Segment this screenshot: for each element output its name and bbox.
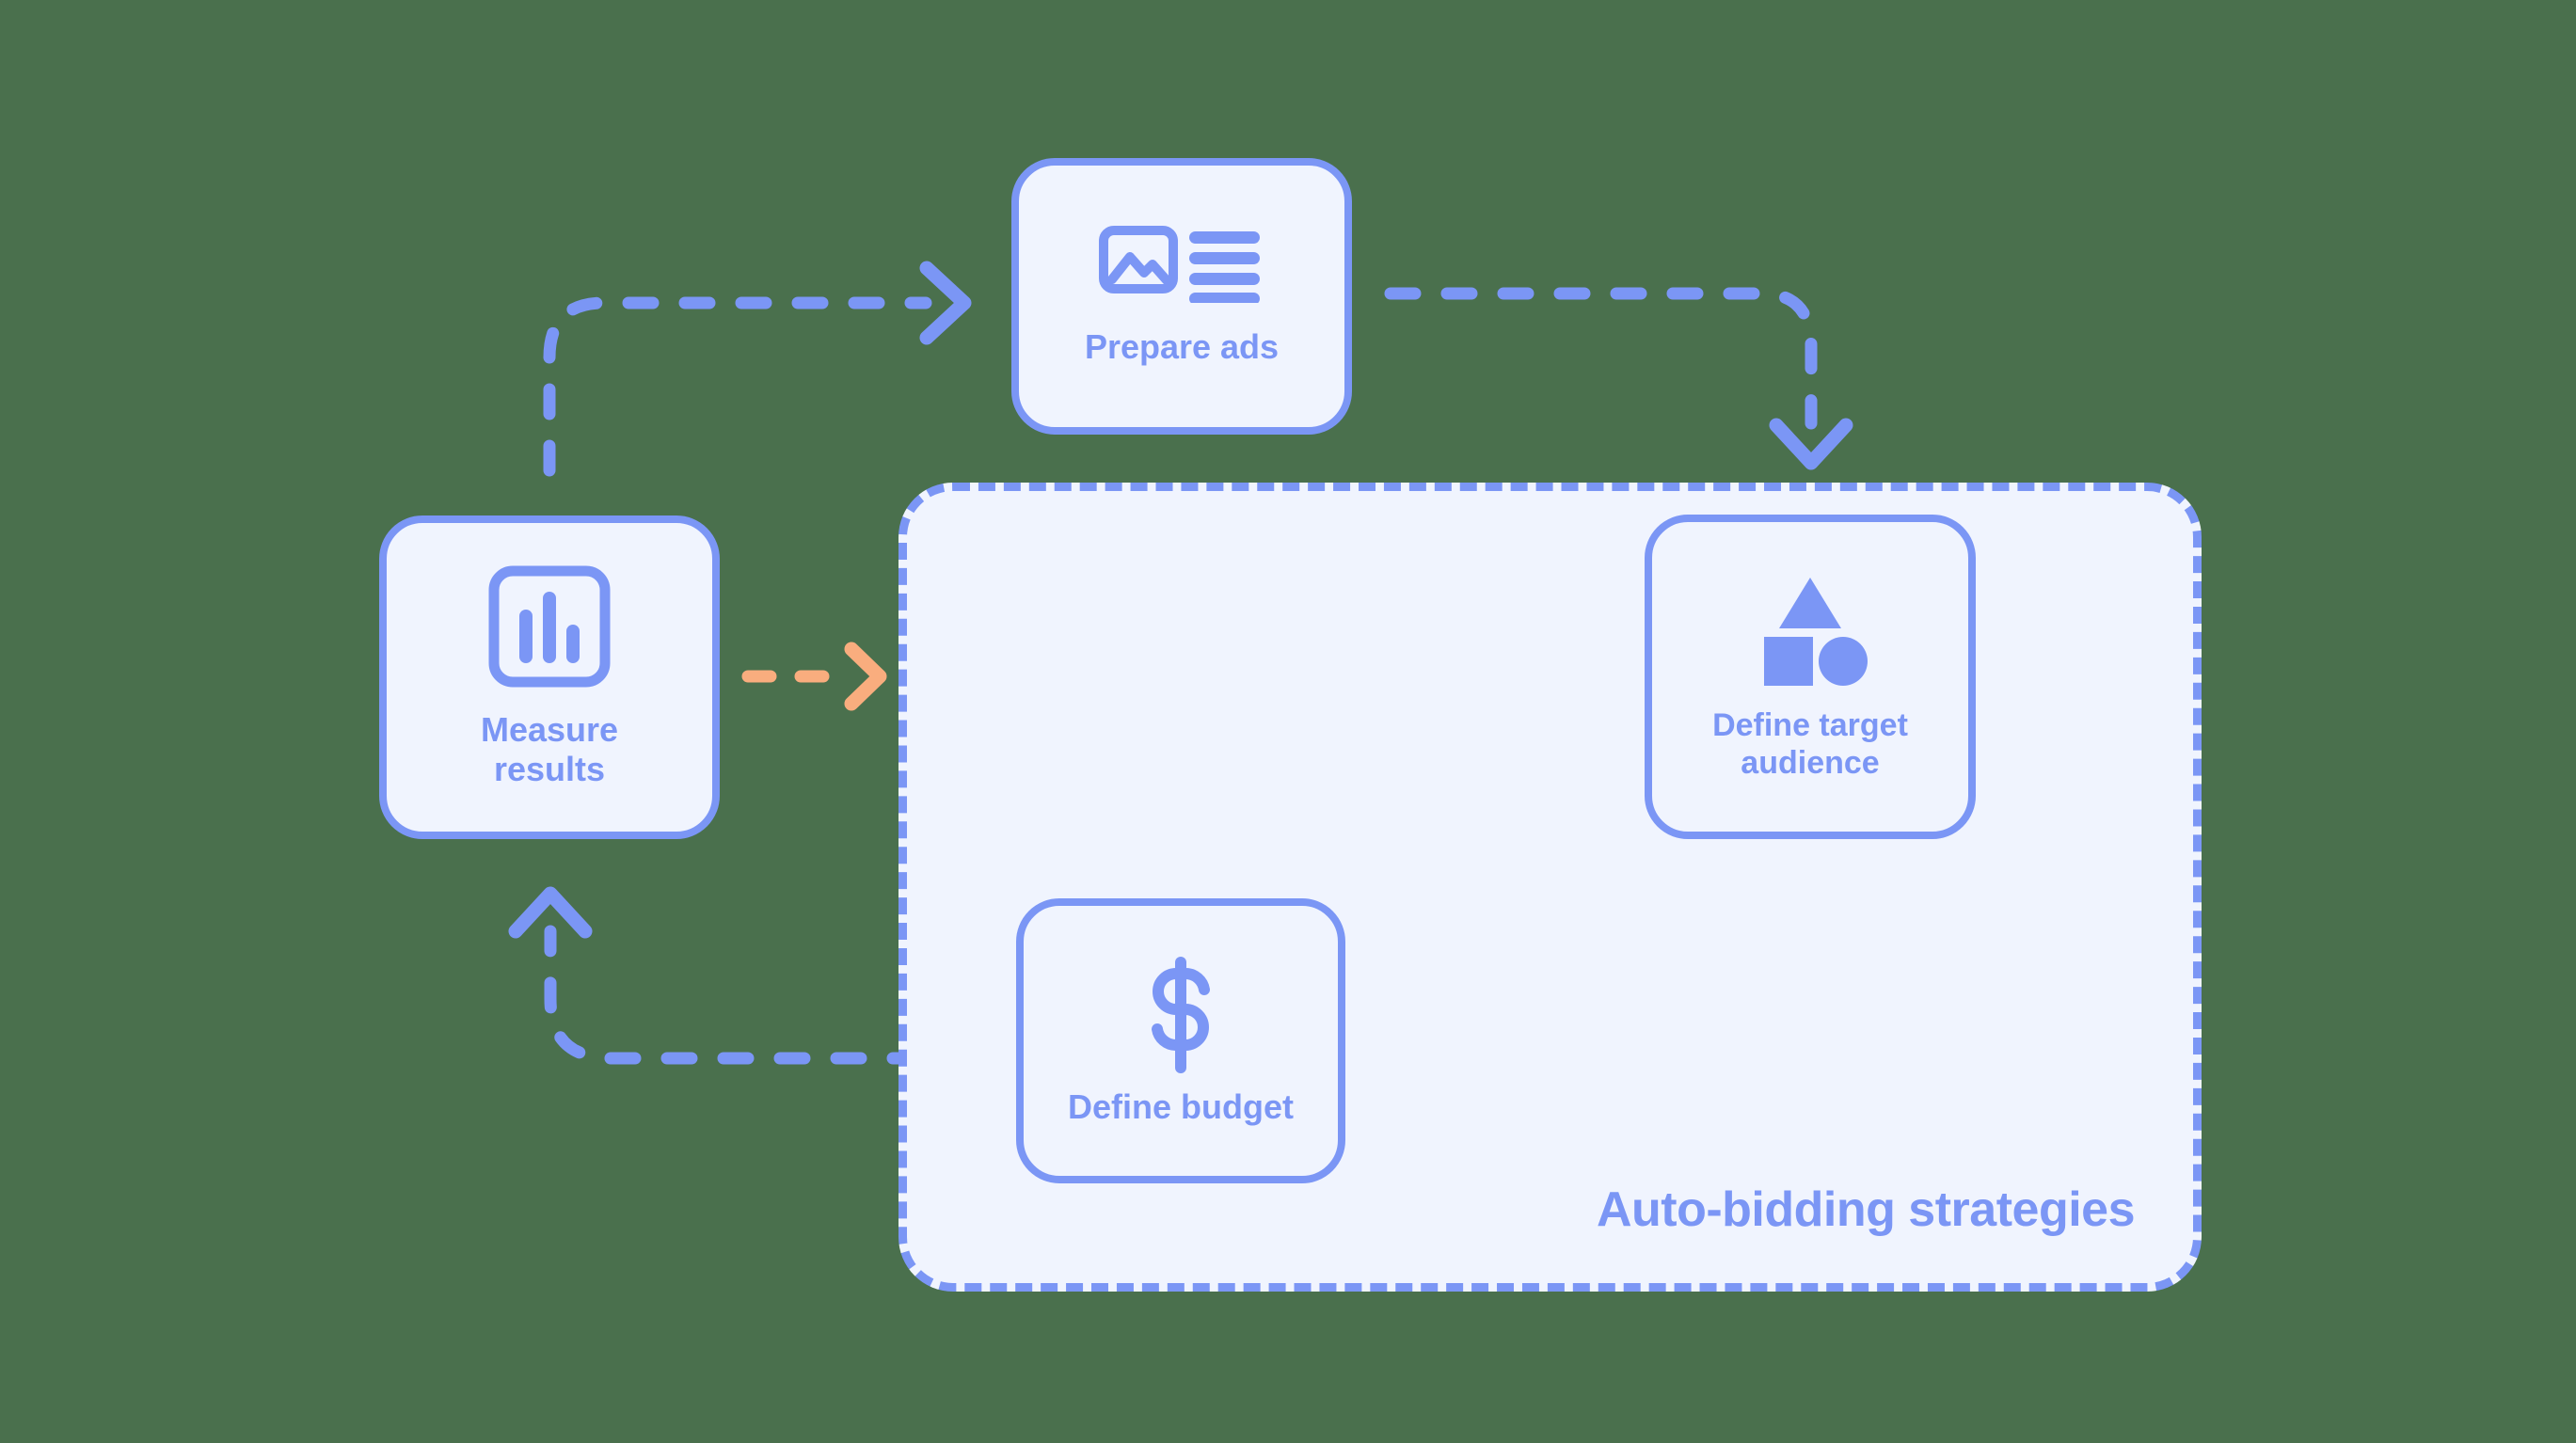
node-define-target-audience[interactable]: Define target audience bbox=[1645, 515, 1976, 839]
image-and-text-lines-icon bbox=[1099, 226, 1264, 306]
node-define-target-audience-label: Define target audience bbox=[1712, 707, 1908, 781]
shapes-icon bbox=[1751, 572, 1869, 687]
bar-chart-icon bbox=[488, 565, 611, 688]
dollar-sign-icon bbox=[1138, 956, 1223, 1074]
node-prepare-ads[interactable]: Prepare ads bbox=[1011, 158, 1352, 435]
node-define-budget-label: Define budget bbox=[1068, 1086, 1294, 1126]
connector-measure-to-prepare bbox=[543, 261, 972, 477]
node-measure-results[interactable]: Measure results bbox=[379, 515, 720, 839]
node-define-budget[interactable]: Define budget bbox=[1016, 898, 1345, 1183]
panel-title: Auto-bidding strategies bbox=[1596, 1182, 2136, 1237]
connector-measure-to-panel bbox=[741, 642, 887, 711]
node-prepare-ads-label: Prepare ads bbox=[1084, 327, 1280, 367]
node-measure-results-label: Measure results bbox=[480, 710, 619, 788]
connector-prepare-to-audience bbox=[1384, 287, 1853, 470]
